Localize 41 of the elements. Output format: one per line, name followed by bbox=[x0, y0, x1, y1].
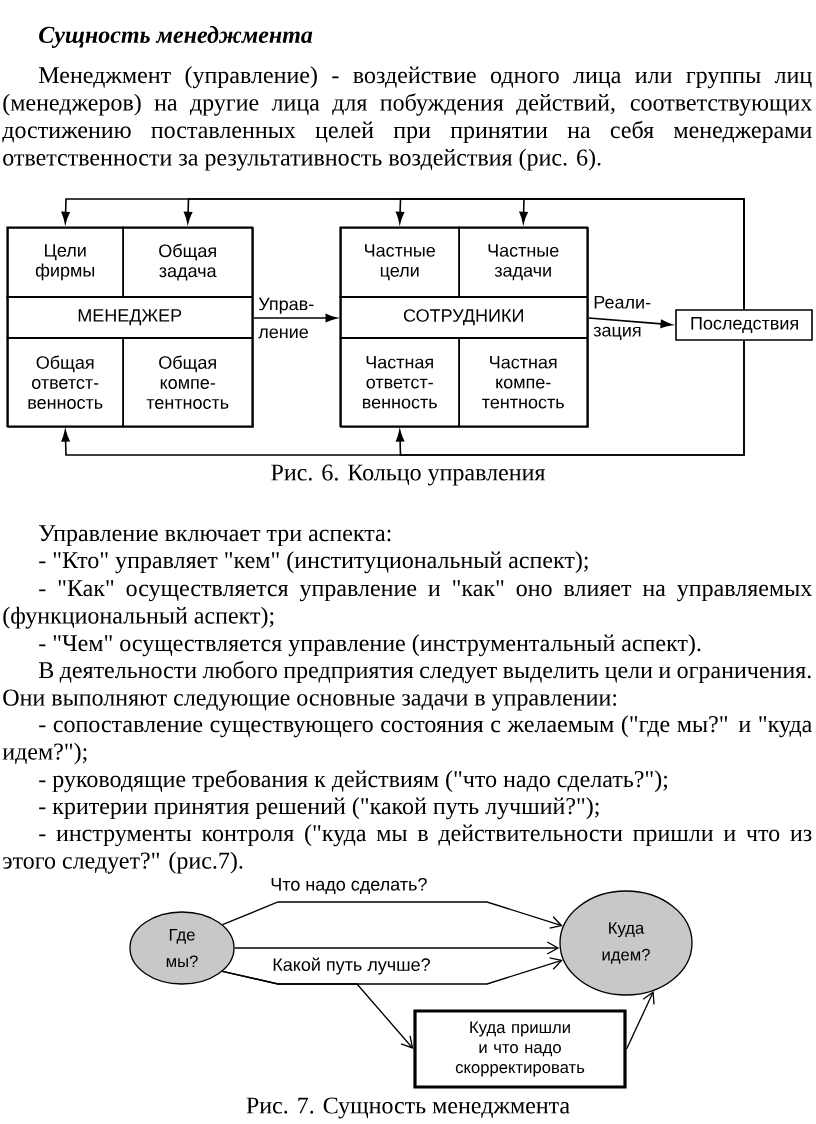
arrow bbox=[625, 990, 655, 1050]
text-box: Частная ответст- венность bbox=[339, 337, 460, 427]
text-box: Общая компе- тентность bbox=[122, 337, 253, 427]
paragraph: - "Чем" осуществляется управление (инструментальный аспект). bbox=[39, 634, 701, 657]
text-box: Частная компе- тентность bbox=[458, 337, 588, 427]
arrow bbox=[253, 313, 338, 323]
group-box bbox=[340, 227, 589, 428]
paragraph: Управление включает три аспекта: bbox=[39, 525, 391, 547]
edge-label: Управ- ление bbox=[258, 297, 314, 339]
arrow bbox=[221, 970, 414, 1049]
text-box: СОТРУДНИКИ bbox=[339, 295, 588, 339]
text-box: Общая задача bbox=[122, 226, 253, 298]
heading: Сущность менеджмента bbox=[39, 26, 313, 48]
text-box: Частные цели bbox=[339, 226, 460, 298]
paragraph: - руководящие требования к действиям ("что надо сделать?"); bbox=[39, 769, 668, 793]
ellipse-node: Куда идем? bbox=[559, 890, 693, 996]
text-box: Общая ответст- венность bbox=[6, 337, 124, 427]
text-box: Частные задачи bbox=[458, 226, 588, 298]
paragraph: В деятельности любого предприятия следует выделить цели и ограничения. Они выполняют следующие основные задачи в управлении: bbox=[3, 660, 811, 711]
arrow bbox=[588, 317, 673, 329]
text-box: Последствия bbox=[675, 309, 813, 341]
arrow bbox=[395, 340, 745, 456]
edge-label: Реали- зация bbox=[593, 296, 651, 340]
paragraph: - "Как" осуществляется управление и "как" оно влияет на управляемых (функциональный аспект); bbox=[3, 580, 812, 629]
group-box bbox=[7, 227, 254, 428]
paragraph: - сопоставление существующего состояния с желаемым ("где мы?" и "куда идем?"); bbox=[2, 715, 812, 765]
text-box: Цели фирмы bbox=[6, 226, 124, 298]
paragraph: Менеджмент (управление) - воздействие одного лица или группы лиц (менеджеров) на другие лица для побуждения действий, соответствующих достижению поставленных целей при принятии на себя менеджерами ответственности за результативность воздействия (рис. 6). bbox=[2, 66, 812, 171]
edge-label: Какой путь лучше? bbox=[273, 957, 430, 975]
arrow bbox=[519, 198, 745, 310]
paragraph: - критерии принятия решений ("какой путь лучший?"); bbox=[39, 797, 599, 820]
paragraph: - "Кто" управляет "кем" (институциональный аспект); bbox=[39, 551, 588, 574]
edge-label: Что надо сделать? bbox=[271, 877, 427, 895]
ellipse-node: Где мы? bbox=[129, 911, 235, 985]
arrow bbox=[221, 901, 563, 929]
paragraph: - инструменты контроля ("куда мы в действительности пришли и что из этого следует?" (рис.7). bbox=[3, 824, 812, 874]
result-box: Куда пришли и что надо скорректировать bbox=[413, 1009, 627, 1089]
text-box: МЕНЕДЖЕР bbox=[6, 295, 253, 339]
figure-caption: Рис. 6. Кольцо управления bbox=[271, 464, 546, 486]
figure-caption: Рис. 7. Сущность менеджмента bbox=[246, 1097, 570, 1119]
arrow bbox=[234, 941, 560, 955]
